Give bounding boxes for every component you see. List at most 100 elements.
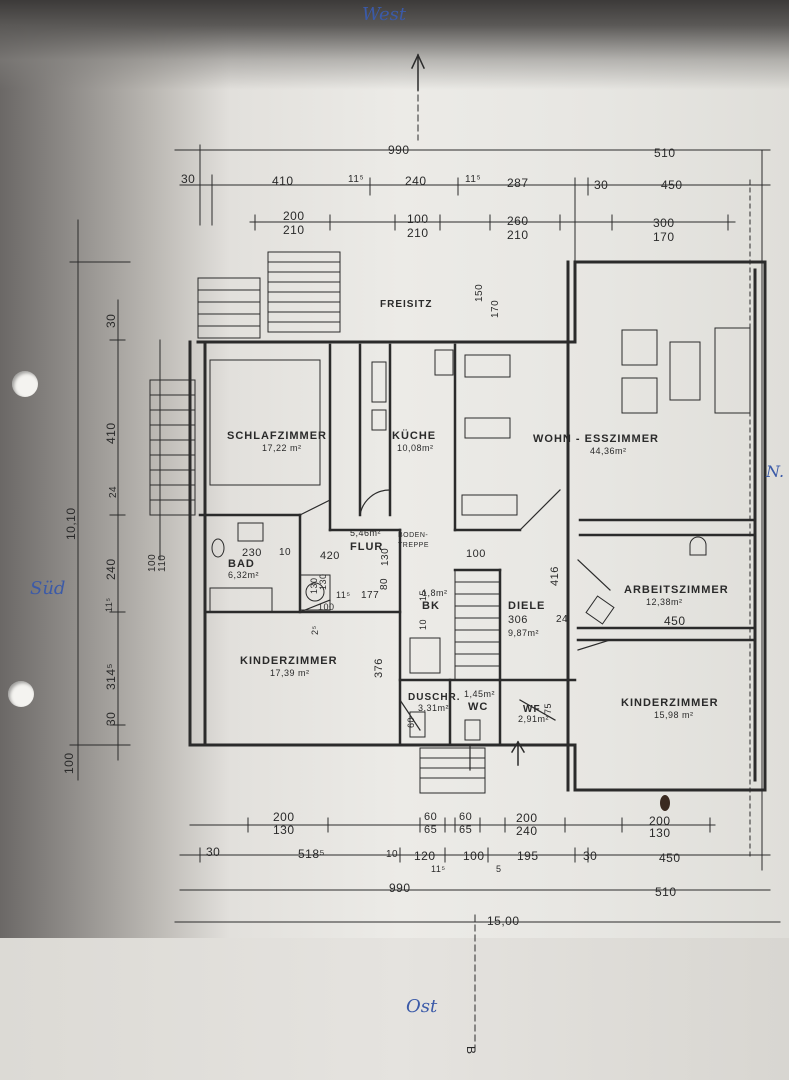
furniture — [209, 327, 751, 741]
dim-freisitz-window-h: 170 — [490, 299, 501, 318]
dim-top-seg-1: 30 — [181, 172, 196, 186]
dim-top-seg-3: 11⁵ — [348, 174, 365, 185]
room-wohn-esszimmer-label: WOHN - ESSZIMMER — [533, 433, 659, 445]
staircase-outdoor-top — [197, 251, 341, 339]
dim-bottom-opening-3-w: 60 — [459, 811, 473, 823]
dim-inner-14: 15 — [418, 589, 428, 601]
dim-inner-12: 450 — [664, 614, 686, 628]
dim-left-10: 30 — [104, 711, 118, 726]
dim-inner-7: 177 — [361, 590, 380, 601]
dim-left-8: 11⁵ — [104, 597, 114, 612]
freisitz-label: FREISITZ — [380, 299, 433, 310]
dim-left-2: 410 — [104, 422, 118, 444]
dim-bottom-opening-1-w: 200 — [273, 810, 295, 824]
room-bodentreppe-label: BODEN-TREPPE — [398, 532, 430, 549]
dim-bottom-seg-6: 195 — [517, 849, 539, 863]
dim-top-opening-2-h: 210 — [407, 226, 429, 240]
punch-hole-upper — [12, 371, 38, 397]
dim-left-6: 110 — [157, 554, 168, 572]
dim-bottom-opening-5-h: 130 — [649, 826, 671, 840]
dimension-lines — [69, 54, 781, 1056]
room-arbeitszimmer-area: 12,38m² — [646, 597, 683, 607]
dim-top-seg-6: 287 — [507, 176, 529, 190]
dim-top-opening-1-w: 200 — [283, 209, 305, 223]
orientation-north: N. — [766, 462, 785, 481]
dim-left-3: 24 — [108, 485, 119, 498]
dim-inner-5: 130 — [380, 547, 391, 566]
dim-left-4: 10,10 — [64, 507, 78, 540]
axis-mark: B — [464, 1046, 478, 1055]
dim-top-seg-8: 450 — [661, 178, 683, 192]
punch-hole-lower — [8, 681, 34, 707]
dim-top-total-left: 990 — [388, 143, 410, 157]
room-kinderzimmer-2-label: KINDERZIMMER — [621, 697, 719, 709]
interior-walls — [198, 343, 757, 747]
room-schlafzimmer-area: 17,22 m² — [262, 443, 302, 453]
dim-top-opening-4-h: 170 — [653, 230, 675, 244]
dim-inner-19: 130 — [318, 573, 328, 590]
room-schlafzimmer-label: SCHLAFZIMMER — [227, 430, 327, 442]
staircase-entrance — [419, 747, 486, 794]
room-kinderzimmer-1-label: KINDERZIMMER — [240, 655, 338, 667]
underlying-page — [0, 938, 789, 1080]
orientation-east: Ost — [406, 996, 438, 1017]
room-kinderzimmer-2-area: 15,98 m² — [654, 710, 694, 720]
room-duschr-area: 3,31m² — [418, 703, 450, 713]
dim-top-seg-7: 30 — [594, 178, 609, 192]
dim-inner-8: 376 — [373, 658, 385, 678]
room-diele-label: DIELE — [508, 600, 546, 612]
dim-bottom-opening-4-w: 200 — [516, 811, 538, 825]
room-kueche-label: KÜCHE — [392, 430, 437, 442]
dim-bottom-sub-1: 11⁵ — [431, 864, 446, 874]
room-bad-area: 6,32m² — [228, 570, 260, 580]
staircase-main — [454, 569, 501, 681]
dim-top-opening-4-w: 300 — [653, 216, 675, 230]
dim-top-seg-4: 240 — [405, 174, 427, 188]
direction-arrows — [411, 53, 526, 766]
dim-inner-9: 416 — [549, 566, 561, 586]
scan-shadow — [0, 0, 789, 90]
dim-top-seg-5: 11⁵ — [465, 174, 482, 185]
dim-inner-4: 100 — [466, 548, 486, 560]
dim-top-opening-2-w: 100 — [407, 212, 429, 226]
room-bk-area: 1,8m² — [422, 588, 448, 598]
dim-left-1: 30 — [104, 313, 118, 328]
dim-top-opening-3-h: 210 — [507, 228, 529, 242]
dim-bottom-total-left: 990 — [389, 881, 411, 895]
dim-bottom-seg-8: 450 — [659, 851, 681, 865]
dim-bottom-opening-2-h: 65 — [424, 824, 438, 836]
room-kinderzimmer-1-area: 17,39 m² — [270, 668, 310, 678]
dim-bottom-total-right: 510 — [655, 885, 677, 899]
dim-bottom-seg-4: 120 — [414, 849, 436, 863]
staircase-outdoor-left — [149, 379, 196, 516]
dim-inner-2: 10 — [279, 547, 292, 558]
room-flur-area: 5,46m² — [350, 528, 382, 538]
room-flur-label: FLUR — [350, 541, 384, 553]
dim-bottom-seg-2: 518⁵ — [298, 847, 325, 861]
room-wf-area: 2,91m² — [518, 714, 550, 724]
room-diele-area: 9,87m² — [508, 628, 540, 638]
dim-left-7: 240 — [104, 558, 118, 580]
dim-top-total-right: 510 — [654, 146, 676, 160]
dim-bottom-opening-4-h: 240 — [516, 824, 538, 838]
dim-inner-16: 10 — [418, 618, 428, 630]
dim-freisitz-window-w: 150 — [474, 283, 485, 302]
dim-top-opening-3-w: 260 — [507, 214, 529, 228]
dim-bottom-opening-2-w: 60 — [424, 811, 438, 823]
room-arbeitszimmer-label: ARBEITSZIMMER — [624, 584, 729, 596]
room-wohn-esszimmer-area: 44,36m² — [590, 446, 627, 456]
dim-inner-10: 306 — [508, 614, 528, 626]
orientation-west: West — [362, 4, 407, 25]
dim-inner-13: 100 — [318, 602, 335, 612]
dim-inner-1: 230 — [242, 547, 262, 559]
ink-stain — [660, 795, 670, 811]
room-kueche-area: 10,08m² — [397, 443, 434, 453]
dim-inner-20: 60 — [406, 716, 416, 728]
room-wf-label: WF — [523, 704, 541, 715]
dim-inner-21: 80 — [379, 577, 390, 590]
dim-bottom-seg-7: 30 — [583, 849, 598, 863]
dim-bottom-opening-1-h: 130 — [273, 823, 295, 837]
room-wc-label: WC — [468, 701, 489, 713]
